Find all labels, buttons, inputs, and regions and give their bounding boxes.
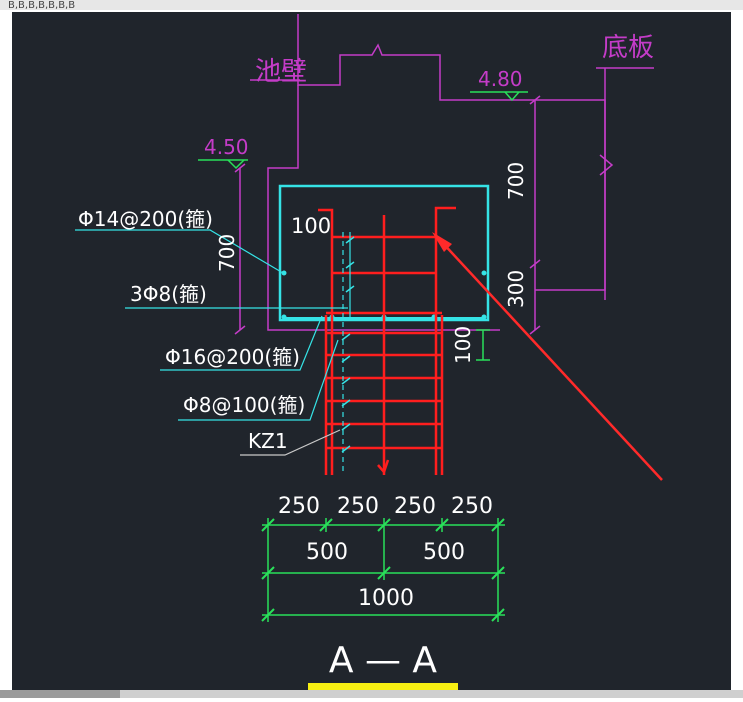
leader-lines bbox=[75, 229, 348, 421]
magenta-ticks bbox=[234, 95, 541, 335]
callout-kz1: KZ1 bbox=[248, 429, 288, 453]
elevation-markers bbox=[198, 91, 528, 170]
label-dim-700-right: 700 bbox=[504, 162, 528, 200]
label-elev-left: 4.50 bbox=[204, 135, 249, 159]
dim-500-a: 500 bbox=[306, 540, 348, 565]
column-rebars bbox=[318, 206, 456, 475]
leader-phi16 bbox=[160, 315, 323, 371]
callout-3phi8: 3Φ8(箍) bbox=[130, 282, 207, 306]
leader-phi14 bbox=[75, 229, 284, 274]
column-stirrups bbox=[326, 331, 442, 450]
label-dim-100-right: 100 bbox=[451, 326, 475, 364]
dim-1000: 1000 bbox=[358, 586, 414, 611]
label-slab: 底板 bbox=[602, 33, 654, 63]
top-strip bbox=[0, 0, 743, 10]
callout-phi14: Φ14@200(箍) bbox=[78, 207, 213, 231]
label-wall: 池壁 bbox=[255, 57, 307, 87]
wall-left-line bbox=[267, 85, 500, 331]
bottom-dim-lines bbox=[261, 518, 505, 622]
structure-outline bbox=[239, 14, 654, 331]
leader-phi8 bbox=[178, 339, 339, 421]
label-dim-300: 300 bbox=[504, 270, 528, 308]
drawing-area[interactable] bbox=[12, 12, 731, 690]
beam-stirrups bbox=[326, 235, 442, 315]
section-title-underline bbox=[308, 683, 458, 690]
break-mark-right bbox=[599, 154, 614, 176]
callout-phi8: Φ8@100(箍) bbox=[183, 393, 305, 417]
callout-phi16: Φ16@200(箍) bbox=[165, 345, 300, 369]
label-elev-right: 4.80 bbox=[478, 67, 523, 91]
label-beam-top-dim: 100 bbox=[291, 214, 331, 238]
leader-kz1 bbox=[240, 429, 341, 456]
dim-250-c: 250 bbox=[394, 494, 436, 519]
right-rebar-hook bbox=[434, 206, 456, 475]
dim-250-b: 250 bbox=[337, 494, 379, 519]
bottom-scrollbar[interactable] bbox=[12, 690, 743, 698]
dim-100-ticks bbox=[476, 329, 490, 361]
dim-250-d: 250 bbox=[451, 494, 493, 519]
scrollbar-thumb[interactable] bbox=[0, 690, 120, 698]
section-title: A — A bbox=[329, 640, 438, 681]
label-dim-700-left: 700 bbox=[215, 234, 239, 272]
dim-500-b: 500 bbox=[423, 540, 465, 565]
column-break-mark bbox=[377, 459, 390, 475]
top-strip-text: B,B,B,B,B,B,B bbox=[8, 0, 75, 11]
dim-250-a: 250 bbox=[278, 494, 320, 519]
red-arrow bbox=[432, 232, 663, 481]
cyan-ticks bbox=[341, 236, 355, 453]
left-rebar-hook bbox=[318, 208, 334, 475]
